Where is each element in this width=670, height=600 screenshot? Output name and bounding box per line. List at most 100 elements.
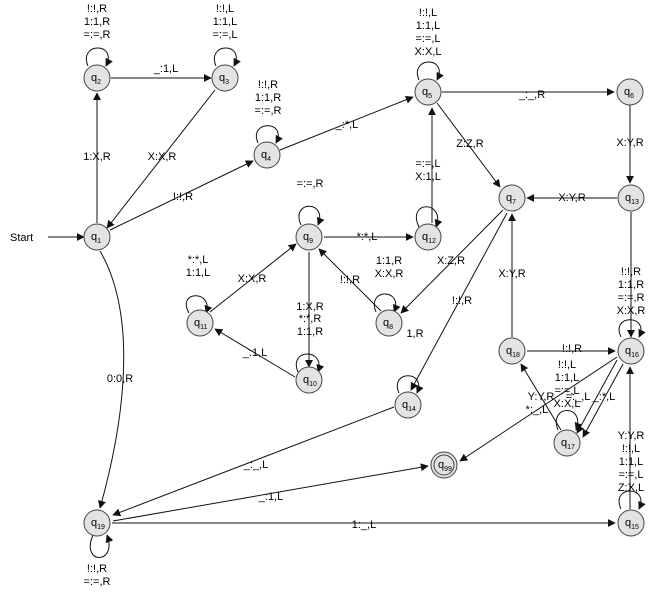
label-e_q16_q17a: =:_,L [566,391,591,403]
state-q9: q9 [295,223,323,251]
label-line: X:X,R [617,305,646,317]
label-line: X:X,R [375,268,404,280]
label-line: X:X,R [238,273,267,285]
state-name: q5 [422,86,432,100]
state-name: q2 [91,72,101,86]
label-line: *:_,L [526,404,549,416]
state-circle [186,309,214,337]
label-line: X:X,R [148,151,177,163]
state-q99: q99 [430,451,458,479]
state-q7: q7 [498,184,526,212]
edge-q17-q18 [520,363,562,431]
label-line: !:!,R [452,295,472,307]
label-e_q1_q19: 0:0,R [107,373,133,385]
label-e_q16_q17b: _:*,L [592,391,616,403]
label-line: =:_,L [566,391,591,403]
label-e_q11_q9: X:X,R [238,273,267,285]
state-name: q4 [261,149,271,163]
label-line: Y:Y,R [618,430,645,442]
loop-q10 [295,353,325,373]
label-line: 1:X,R [83,151,111,163]
edge-q7-q14 [410,212,508,391]
label-line: *:*,R [299,313,322,325]
label-line: =:=,L [554,385,579,397]
edge-q16-q17-b [582,363,624,438]
label-line: X:X,L [415,46,442,58]
edge-q10-q11 [214,328,296,378]
label-line: 1,R [406,328,423,340]
state-subscript: 16 [631,352,639,359]
state-subscript: 4 [267,156,271,163]
label-line: _:*,L [592,391,616,403]
start-label: Start [10,232,33,244]
state-circle [394,391,422,419]
label-line: =:=,L [415,33,440,45]
label-line: =:=,L [415,158,440,170]
state-circle [617,337,645,365]
label-line: =:=,R [84,576,111,588]
state-name: q6 [624,86,634,100]
label-line: !:!,L [419,7,437,19]
state-subscript: 19 [97,524,105,531]
state-circle [295,223,323,251]
label-line: *:*,L [188,254,209,266]
label-line: _:_,L [243,459,268,471]
state-subscript: 99 [444,466,452,473]
label-line: X:X,L [554,398,581,410]
label-line: !:!,R [87,3,107,15]
loop-q19 [89,534,114,558]
state-circle [83,64,111,92]
label-e_q17_q18: Y:Y,R [528,391,555,403]
label-e_q18_q7: X:Y,R [498,268,525,280]
label-line: !:!,R [258,79,278,91]
state-circle [83,509,111,537]
state-subscript: 5 [428,93,432,100]
loop-q11 [186,295,213,314]
label-line: _:1,L [153,63,178,75]
state-circle [616,78,644,106]
state-q12: q12 [414,223,442,251]
state-q4: q4 [253,141,281,169]
label-line: !:!,R [87,563,107,575]
state-q14: q14 [394,391,422,419]
state-subscript: 6 [630,93,634,100]
state-subscript: 2 [97,79,101,86]
state-q5: q5 [414,78,442,106]
label-line: !:!,R [621,266,641,278]
label-line: 1:1,L [186,267,210,279]
label-line: 1:1,L [416,20,440,32]
label-line: Z:X,L [618,482,644,494]
state-subscript: 3 [225,79,229,86]
state-circle [83,223,111,251]
state-name: q7 [506,192,516,206]
loop-q14 [396,375,424,394]
label-e_q7_q8: X:Z,R [437,255,465,267]
edge-q3-q1 [106,89,216,229]
edge-q1-q19 [98,250,125,509]
label-e_q4_q5: _:*,L [335,119,359,131]
state-circle [553,429,581,457]
edge-q14-q19 [112,406,395,517]
state-subscript: 18 [512,352,520,359]
label-e_q14_q19: _:_,L [243,459,268,471]
loop-q2 [85,47,113,67]
label-line: =:=,R [297,178,324,190]
state-q10: q10 [295,366,323,394]
state-q3: q3 [211,64,239,92]
label-line: _:*,L [335,119,359,131]
label-line: !:!,R [173,191,193,203]
loop-q8 [373,293,401,313]
state-subscript: 8 [389,324,393,331]
label-line: =:=,L [618,469,643,481]
label-e_q2_q3: _:1,L [153,63,178,75]
loop-q5 [416,61,444,81]
label-line: X:Z,R [437,255,465,267]
state-q16: q16 [617,337,645,365]
